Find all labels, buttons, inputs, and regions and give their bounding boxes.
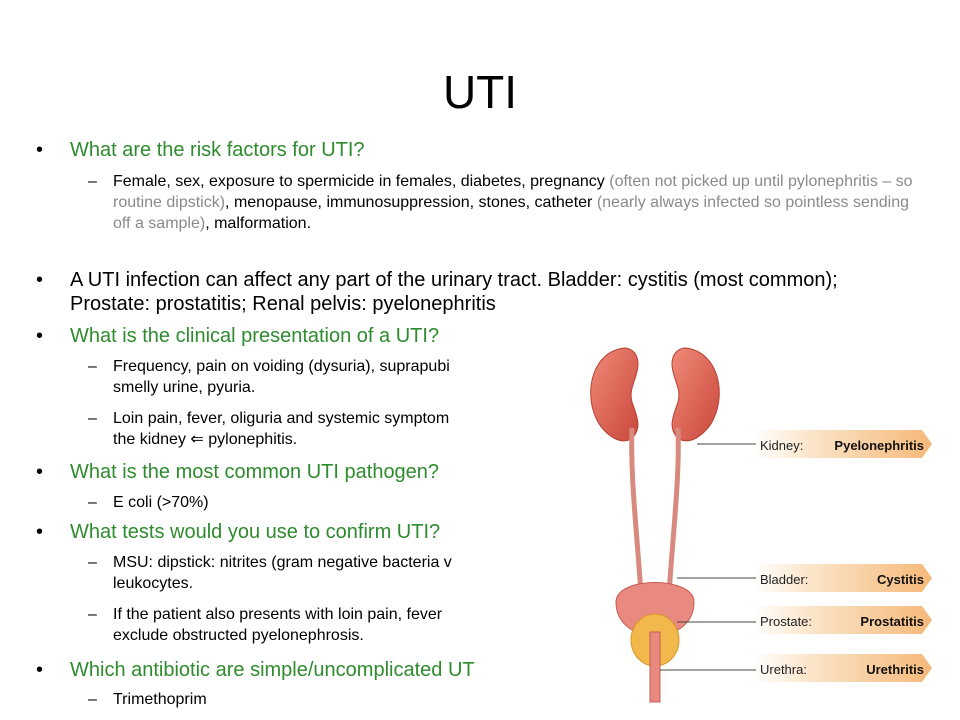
urinary-tract-diagram: Kidney: Pyelonephritis Bladder: Cystitis…: [590, 347, 932, 703]
bullet-confirm-tests: • What tests would you use to confirm UT…: [36, 521, 441, 543]
label-band-bladder: [752, 564, 932, 592]
bladder-shape: [615, 582, 695, 637]
right-kidney-shape: [671, 347, 720, 442]
bullet-dot: •: [36, 521, 44, 543]
dash-marker: –: [88, 173, 97, 190]
answer-risk-factors: – Female, sex, exposure to spermicide in…: [88, 173, 913, 232]
bullet-clinical-presentation: • What is the clinical presentation of a…: [36, 325, 440, 347]
bullet-dot: •: [36, 461, 44, 483]
dash-marker: –: [88, 494, 97, 511]
bullet-risk-factors: • What are the risk factors for UTI?: [36, 139, 365, 161]
label-condition-kidney: Pyelonephritis: [834, 438, 924, 453]
answer-antibiotic: – Trimethoprim: [88, 691, 207, 708]
left-kidney-shape: [590, 347, 639, 442]
label-part-urethra: Urethra:: [760, 662, 807, 677]
bullet-antibiotic: • Which antibiotic are simple/uncomplica…: [36, 659, 475, 681]
bullet-dot: •: [36, 325, 44, 347]
label-band-prostate: [752, 606, 932, 634]
right-ureter: [665, 427, 681, 611]
answer-tests-msu: – MSU: dipstick: nitrites (gram negative…: [88, 554, 452, 592]
slide-title: UTI: [442, 66, 518, 118]
urethra-shape: [649, 631, 661, 703]
answer-presentation-lower: – Frequency, pain on voiding (dysuria), …: [88, 358, 450, 396]
dash-marker: –: [88, 358, 97, 375]
bullet-common-pathogen: • What is the most common UTI pathogen?: [36, 461, 440, 483]
label-part-kidney: Kidney:: [760, 438, 803, 453]
label-part-bladder: Bladder:: [760, 572, 808, 587]
answer-tests-loin-pain: – If the patient also presents with loin…: [88, 606, 443, 644]
left-ureter: [629, 427, 645, 611]
label-condition-urethra: Urethritis: [866, 662, 924, 677]
answer-presentation-upper: – Loin pain, fever, oliguria and systemi…: [88, 410, 450, 448]
dash-marker: –: [88, 606, 97, 623]
urinary-tract-figure: Kidney: Pyelonephritis Bladder: Cystitis…: [572, 340, 960, 720]
label-condition-prostate: Prostatitis: [860, 614, 924, 629]
dash-marker: –: [88, 691, 97, 708]
label-condition-bladder: Cystitis: [877, 572, 924, 587]
dash-marker: –: [88, 554, 97, 571]
bullet-dot: •: [36, 269, 44, 291]
left-arrow-icon: ⇐: [190, 431, 204, 448]
label-band-kidney: [752, 430, 932, 458]
bullet-dot: •: [36, 139, 44, 161]
bullet-uti-statement: • A UTI infection can affect any part of…: [36, 269, 838, 315]
label-part-prostate: Prostate:: [760, 614, 812, 629]
answer-pathogen: – E coli (>70%): [88, 494, 209, 511]
bullet-dot: •: [36, 659, 44, 681]
label-band-urethra: [752, 654, 932, 682]
dash-marker: –: [88, 410, 97, 427]
